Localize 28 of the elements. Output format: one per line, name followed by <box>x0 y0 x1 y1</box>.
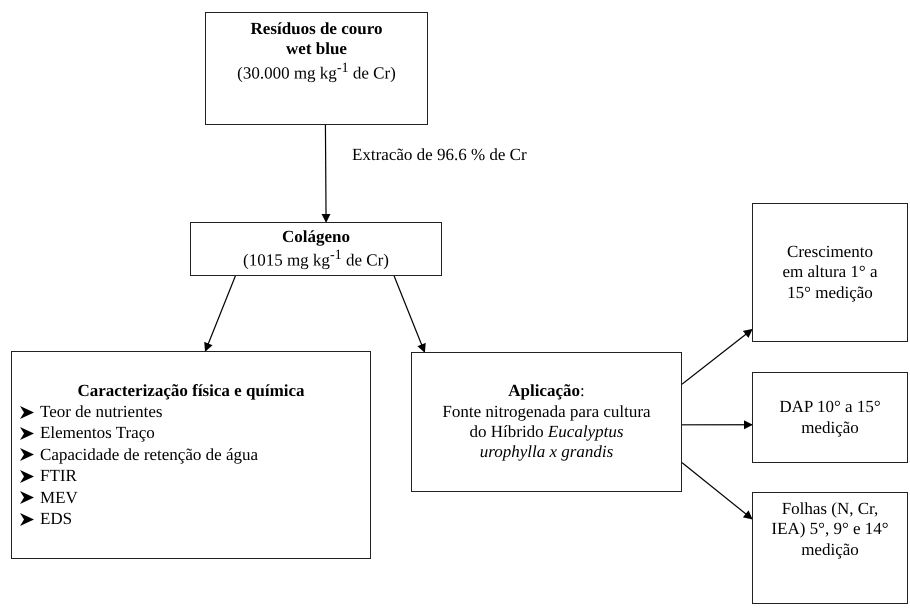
process-box <box>752 492 908 604</box>
box-text: DAP 10° a 15° medição <box>778 397 882 438</box>
box-text: Folhas (N, Cr, IEA) 5°, 9° e 14° medição <box>771 499 889 560</box>
arrow <box>322 125 331 223</box>
list-item-text: EDS <box>40 508 72 530</box>
process-box <box>11 351 371 559</box>
arrow <box>682 462 753 520</box>
list-item-text: Elementos Traço <box>40 423 155 444</box>
arrow <box>682 328 753 385</box>
list-item-text: FTIR <box>40 466 77 487</box>
process-box <box>411 352 682 492</box>
arrow <box>204 276 236 352</box>
list-item-text: Teor de nutrientes <box>40 402 162 422</box>
heading: Caracterização física e química <box>76 380 306 402</box>
box-text: (30.000 mg kg$^{-1}$ de Cr) <box>237 60 396 84</box>
list-item-text: Capacidade de retenção de água <box>40 444 258 466</box>
process-box <box>205 12 428 125</box>
box-text: (1015 mg kg$^{-1}$ de Cr) <box>243 247 389 272</box>
process-box <box>752 203 908 342</box>
heading: Colágeno <box>282 226 350 248</box>
box-text: Crescimento em altura 1° a 15° medição <box>781 242 879 304</box>
box-text: Aplicação: <box>508 381 585 402</box>
process-box <box>752 372 908 463</box>
list-item-text: MEV <box>40 488 78 508</box>
arrow <box>394 276 426 353</box>
arrow <box>682 420 753 430</box>
box-text: Fonte nitrogenada para cultura do Híbrido Eucalyptus urophylla x grandis <box>442 402 651 463</box>
process-box <box>190 222 442 276</box>
